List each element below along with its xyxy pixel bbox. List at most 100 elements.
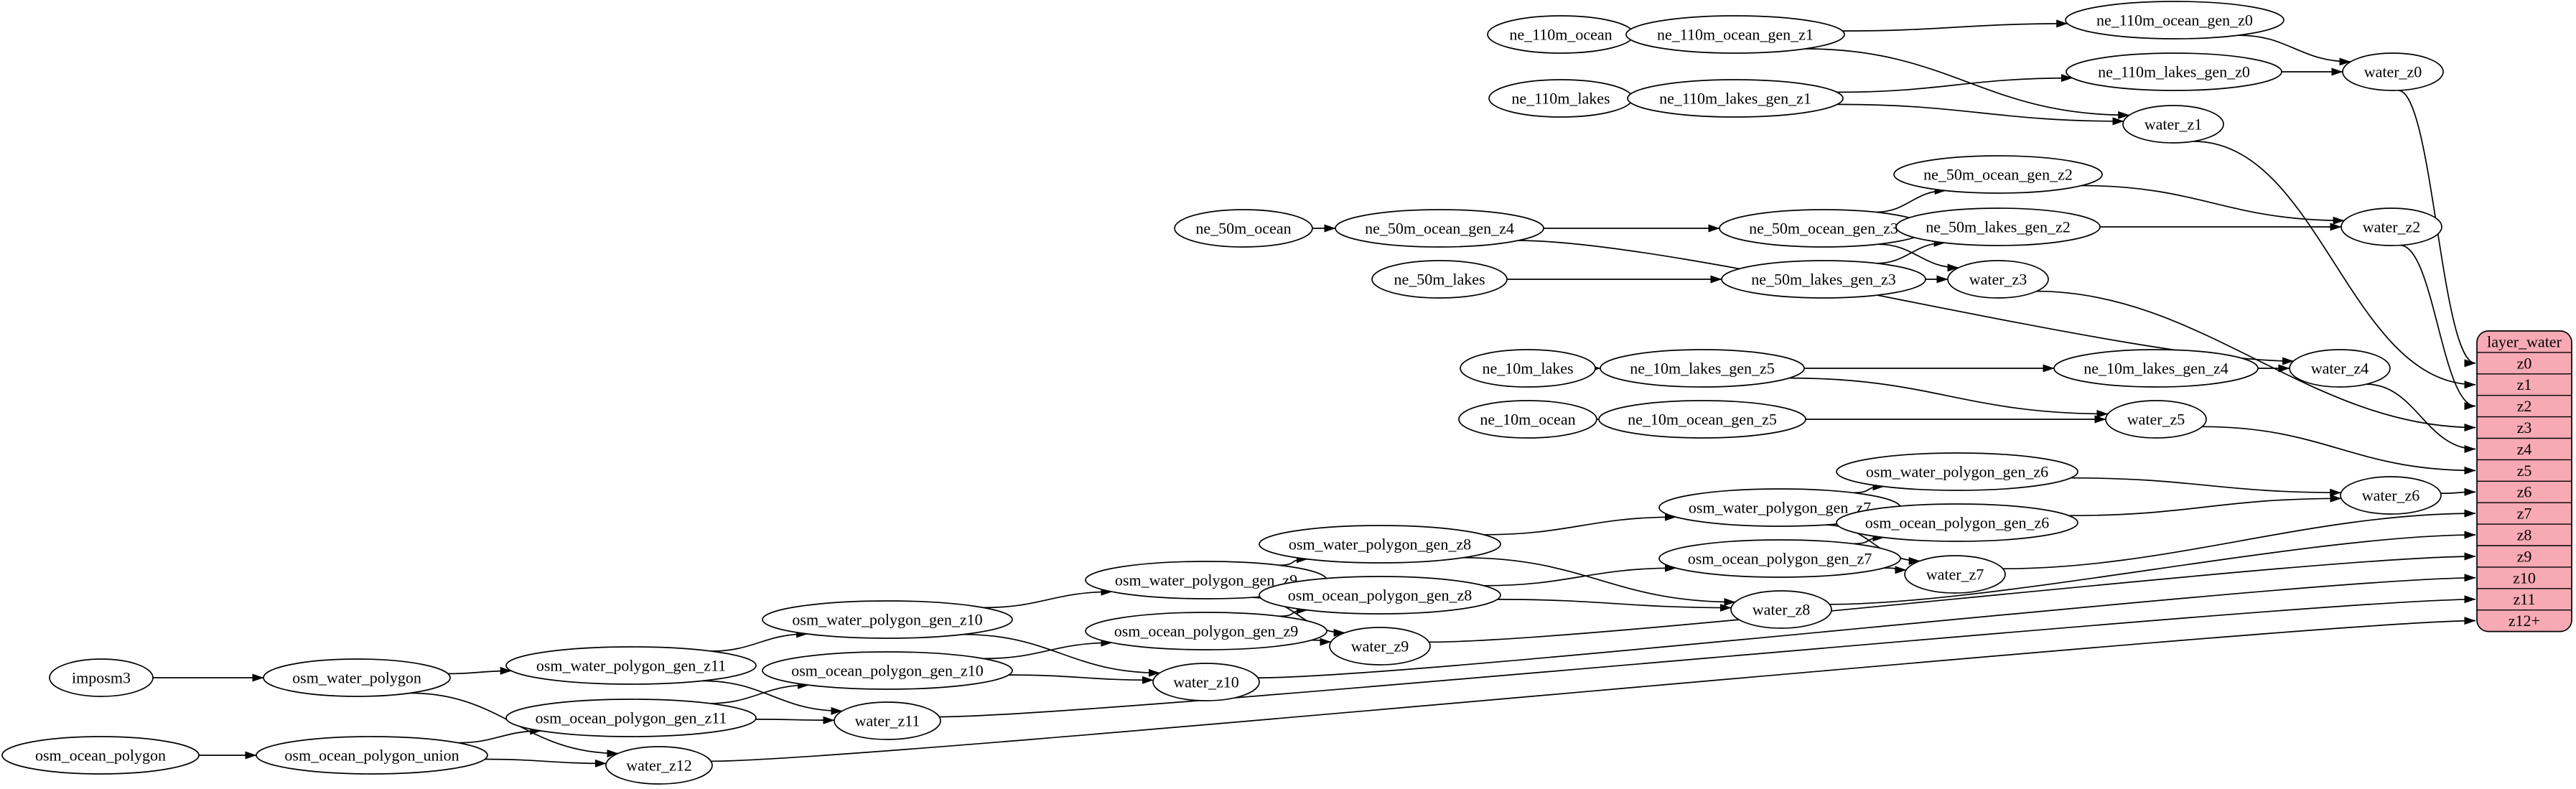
edge-ne_110m_lakes_gen_z1-to-water_z1 [1837, 103, 2124, 126]
node-ellipse-water_z1 [2122, 105, 2224, 144]
node-ellipse-water_z0 [2342, 52, 2444, 91]
node-ellipse-water_z11 [834, 701, 941, 740]
edge-osm_water_polygon_gen_z6-to-water_z6 [2071, 477, 2342, 497]
node-label-ne_110m_ocean_gen_z0: ne_110m_ocean_gen_z0 [2096, 11, 2253, 29]
edge-water_z5-to-layer_water-z5 [2202, 426, 2476, 475]
edge-osm_ocean_polygon_gen_z6-to-water_z6 [2068, 494, 2342, 517]
node-label-ne_50m_ocean: ne_50m_ocean [1195, 219, 1291, 237]
node-water_z7: water_z7 [1904, 555, 2006, 594]
edge-osm_water_polygon_gen_z11-to-osm_water_polygon_gen_z10 [711, 630, 808, 652]
node-label-ne_50m_ocean_gen_z4: ne_50m_ocean_gen_z4 [1365, 219, 1514, 237]
node-label-osm_water_polygon: osm_water_polygon [292, 668, 421, 686]
node-label-ne_10m_ocean: ne_10m_ocean [1480, 410, 1575, 428]
node-ellipse-osm_water_polygon_gen_z10 [762, 600, 1013, 639]
node-water_z12: water_z12 [605, 746, 713, 785]
node-ellipse-ne_50m_lakes [1371, 260, 1508, 299]
node-ne_110m_lakes_gen_z1: ne_110m_lakes_gen_z1 [1627, 79, 1844, 118]
node-label-osm_water_polygon_gen_z9: osm_water_polygon_gen_z9 [1115, 571, 1297, 589]
node-ne_10m_lakes: ne_10m_lakes [1460, 349, 1596, 388]
node-water_z10: water_z10 [1152, 663, 1260, 701]
node-label-ne_10m_lakes_gen_z4: ne_10m_lakes_gen_z4 [2083, 359, 2229, 377]
edge-ne_110m_ocean_gen_z0-to-water_z0 [2238, 34, 2351, 66]
node-label-osm_ocean_polygon_gen_z9: osm_ocean_polygon_gen_z9 [1114, 622, 1299, 640]
node-ne_50m_ocean: ne_50m_ocean [1174, 209, 1313, 248]
table-row-z9: z9 [2517, 547, 2532, 565]
node-water_z11: water_z11 [834, 701, 941, 740]
node-ellipse-osm_ocean_polygon_gen_z6 [1836, 503, 2078, 542]
node-label-water_z12: water_z12 [626, 756, 692, 774]
node-label-ne_50m_lakes: ne_50m_lakes [1394, 270, 1485, 288]
edge-water_z6-to-layer_water-z6 [2440, 487, 2476, 496]
node-ellipse-osm_ocean_polygon [1, 736, 200, 775]
node-label-ne_110m_lakes: ne_110m_lakes [1511, 89, 1610, 107]
edge-ne_50m_ocean_gen_z3-to-ne_50m_ocean_gen_z2 [1875, 187, 1946, 213]
node-label-imposm3: imposm3 [72, 668, 131, 686]
node-ellipse-water_z2 [2341, 207, 2442, 246]
edge-layer [153, 19, 2476, 767]
edge-osm_water_polygon_gen_z7-to-osm_water_polygon_gen_z6 [1852, 482, 1885, 494]
node-label-water_z10: water_z10 [1173, 673, 1239, 691]
edge-water_z3-to-layer_water-z3 [2036, 290, 2476, 431]
node-ne_10m_ocean: ne_10m_ocean [1458, 400, 1597, 439]
node-ellipse-water_z3 [1947, 260, 2049, 299]
node-ne_110m_lakes: ne_110m_lakes [1488, 79, 1633, 118]
node-ellipse-osm_water_polygon_gen_z6 [1836, 452, 2078, 491]
node-ellipse-imposm3 [49, 658, 154, 697]
node-label-water_z7: water_z7 [1926, 565, 1984, 583]
edge-water_z8-to-layer_water-z8 [1829, 531, 2476, 605]
table-row-z5: z5 [2517, 462, 2532, 480]
node-imposm3: imposm3 [49, 658, 154, 697]
table-row-z4: z4 [2517, 440, 2532, 458]
node-osm_ocean_polygon_gen_z9: osm_ocean_polygon_gen_z9 [1085, 612, 1327, 650]
node-ellipse-ne_110m_lakes_gen_z0 [2066, 52, 2282, 91]
table-row-z8: z8 [2517, 526, 2532, 544]
node-label-osm_ocean_polygon_gen_z8: osm_ocean_polygon_gen_z8 [1288, 586, 1473, 604]
node-water_z3: water_z3 [1947, 260, 2049, 299]
node-ellipse-water_z12 [605, 746, 713, 785]
edge-ne_50m_ocean_gen_z4-to-water_z4 [1518, 240, 2294, 365]
edge-water_z7-to-layer_water-z7 [2002, 509, 2476, 570]
edge-ne_10m_lakes_gen_z5-to-water_z5 [1788, 377, 2109, 418]
edge-osm_ocean_polygon_gen_z8-to-osm_ocean_polygon_gen_z7 [1483, 564, 1676, 587]
node-ellipse-osm_ocean_polygon_gen_z11 [505, 699, 757, 737]
node-ellipse-ne_50m_ocean [1174, 209, 1313, 248]
node-ne_110m_lakes_gen_z0: ne_110m_lakes_gen_z0 [2066, 52, 2282, 91]
node-osm_ocean_polygon_gen_z11: osm_ocean_polygon_gen_z11 [505, 699, 757, 737]
node-ne_50m_ocean_gen_z4: ne_50m_ocean_gen_z4 [1335, 209, 1544, 248]
node-ellipse-ne_50m_lakes_gen_z2 [1895, 207, 2101, 246]
edge-osm_water_polygon_gen_z8-to-water_z8 [1462, 556, 1736, 607]
node-ellipse-osm_ocean_polygon_gen_z8 [1259, 576, 1501, 615]
node-water_z6: water_z6 [2340, 476, 2442, 515]
node-label-water_z3: water_z3 [1969, 270, 2027, 288]
node-osm_water_polygon: osm_water_polygon [263, 658, 451, 697]
table-row-z3: z3 [2517, 419, 2532, 436]
node-ellipse-ne_50m_ocean_gen_z4 [1335, 209, 1544, 248]
edge-water_z11-to-layer_water-z11 [939, 595, 2476, 718]
node-label-osm_water_polygon_gen_z11: osm_water_polygon_gen_z11 [536, 656, 726, 674]
edge-ne_50m_lakes_gen_z3-to-ne_50m_lakes_gen_z2 [1876, 238, 1946, 264]
node-water_z8: water_z8 [1730, 590, 1832, 629]
node-ellipse-water_z8 [1730, 590, 1832, 629]
node-label-water_z6: water_z6 [2362, 486, 2420, 504]
node-osm_ocean_polygon_gen_z6: osm_ocean_polygon_gen_z6 [1836, 503, 2078, 542]
node-ellipse-osm_ocean_polygon_gen_z10 [762, 651, 1013, 690]
node-ne_10m_lakes_gen_z5: ne_10m_lakes_gen_z5 [1600, 349, 1805, 388]
node-ellipse-osm_ocean_polygon_union [256, 736, 488, 775]
node-ne_50m_lakes: ne_50m_lakes [1371, 260, 1508, 299]
node-label-osm_ocean_polygon_gen_z7: osm_ocean_polygon_gen_z7 [1688, 549, 1872, 567]
node-label-water_z0: water_z0 [2364, 62, 2422, 80]
node-ne_110m_ocean_gen_z0: ne_110m_ocean_gen_z0 [2065, 1, 2285, 39]
edge-ne_50m_ocean_gen_z3-to-water_z3 [1877, 243, 1959, 272]
edge-water_z12-to-layer_water-z12+ [711, 617, 2476, 762]
node-label-osm_ocean_polygon: osm_ocean_polygon [35, 746, 166, 764]
node-label-ne_50m_lakes_gen_z2: ne_50m_lakes_gen_z2 [1926, 218, 2071, 235]
node-ne_50m_lakes_gen_z3: ne_50m_lakes_gen_z3 [1721, 260, 1926, 299]
node-water_z1: water_z1 [2122, 105, 2224, 144]
edge-osm_water_polygon_gen_z10-to-water_z10 [963, 633, 1160, 677]
node-ellipse-ne_10m_ocean [1458, 400, 1597, 439]
node-water_z2: water_z2 [2341, 207, 2442, 246]
node-label-ne_110m_lakes_gen_z0: ne_110m_lakes_gen_z0 [2098, 62, 2250, 80]
node-label-water_z2: water_z2 [2363, 218, 2421, 235]
node-ellipse-osm_ocean_polygon_gen_z7 [1658, 539, 1901, 578]
